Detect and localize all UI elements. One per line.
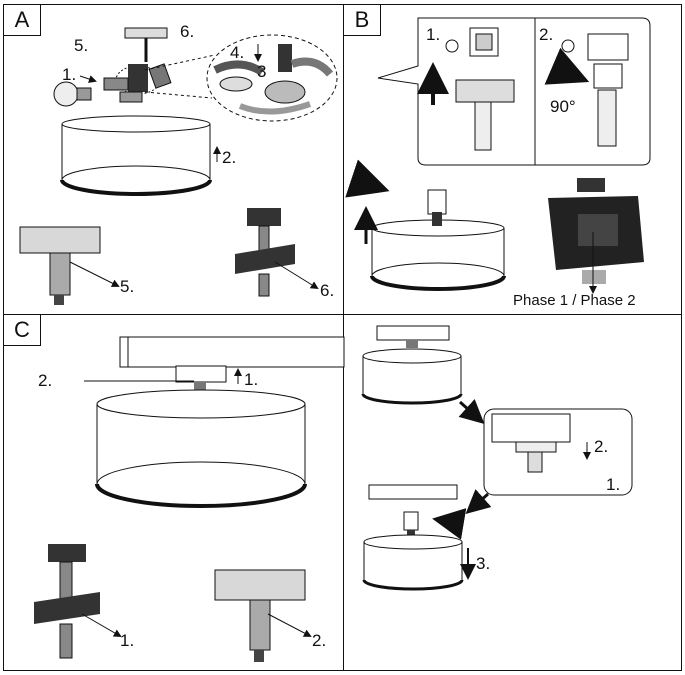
panel-d — [343, 314, 682, 671]
angle-label: 90° — [550, 97, 576, 116]
adapter-plate-c — [175, 365, 227, 383]
adapter-detail-1 — [417, 27, 515, 151]
step-a-3: 3 — [257, 62, 266, 81]
detail-zoom — [206, 34, 338, 122]
drum-shade — [60, 115, 212, 196]
step-b-1: 1. — [426, 25, 440, 44]
step-d-1: 1. — [606, 475, 620, 494]
track-adapter-gray-c — [214, 569, 306, 662]
lamp-socket-cluster — [103, 63, 172, 103]
drum-shade-c — [95, 389, 307, 508]
step-b-2: 2. — [539, 25, 553, 44]
light-bulb — [53, 81, 92, 107]
panel-c-label: C — [4, 315, 41, 346]
track-rail-c — [119, 336, 345, 368]
step-c-2: 2. — [38, 371, 52, 390]
panel-a-label: A — [4, 5, 41, 36]
step-d-2: 2. — [594, 437, 608, 456]
phase-adapter — [548, 178, 644, 284]
step-d-3: 3. — [476, 554, 490, 573]
step-a-2: 2. — [222, 148, 236, 167]
panel-b-label: B — [344, 5, 381, 36]
drum-shade-d2 — [362, 534, 464, 591]
track-stub-top — [376, 325, 450, 341]
step-a-1: 1. — [62, 65, 76, 84]
track-adapter-dark — [235, 208, 295, 297]
step-a-5: 5. — [74, 36, 88, 55]
drum-shade-b — [370, 189, 506, 291]
step-a-5b: 5. — [120, 277, 134, 296]
step-a-6: 6. — [180, 22, 194, 41]
canopy-plate — [124, 27, 168, 39]
step-a-4: 4. — [230, 43, 244, 62]
track-adapter-gray — [19, 226, 101, 305]
step-c-2b: 2. — [312, 631, 326, 650]
drum-shade-d1 — [361, 348, 463, 405]
step-a-6b: 6. — [320, 281, 334, 300]
phase-label: Phase 1 / Phase 2 — [513, 292, 636, 309]
step-c-1: 1. — [244, 370, 258, 389]
track-stub-bottom — [368, 484, 458, 500]
adapter-detail-2 — [544, 33, 629, 147]
step-c-1b: 1. — [120, 631, 134, 650]
panel-b: B — [343, 4, 682, 315]
track-adapter-dark-c — [34, 544, 100, 659]
